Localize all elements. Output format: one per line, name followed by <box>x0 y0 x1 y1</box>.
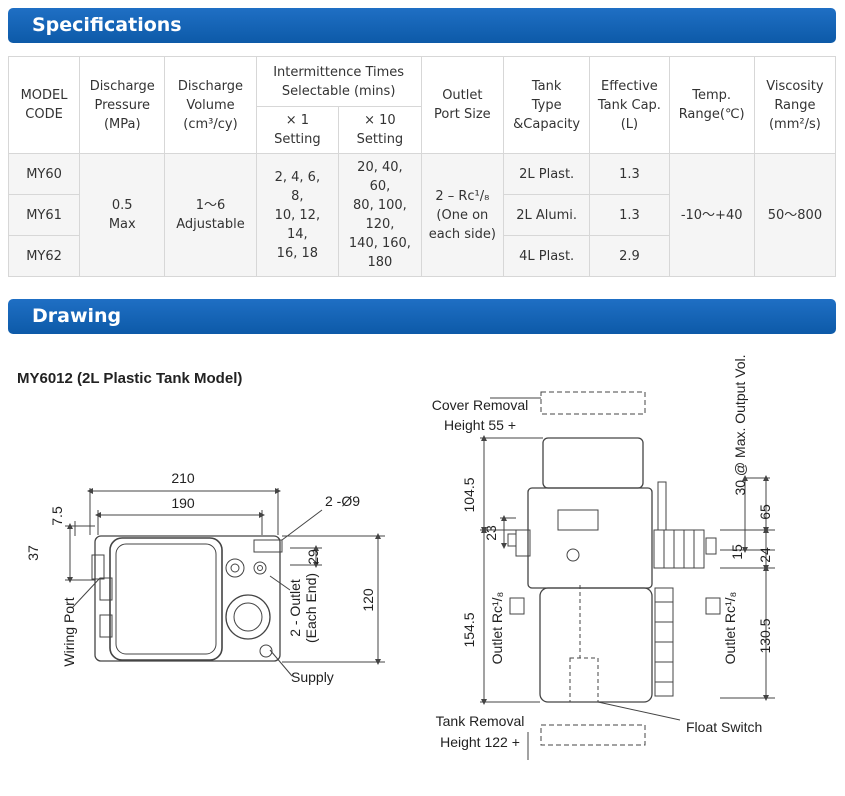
specifications-header: Specifications <box>8 8 836 43</box>
cover-removal-line2: Height 55 + <box>444 417 516 433</box>
dim-7-5: 7.5 <box>49 506 65 526</box>
dim-120: 120 <box>360 588 376 612</box>
top-view-labels: 210 190 2 -Ø9 7.5 37 29 120 Wiring Port … <box>25 470 376 685</box>
dim-29: 29 <box>305 549 321 565</box>
cell-viscosity-range: 50～800 <box>753 153 837 277</box>
cell-tank-my60: 2L Plast. <box>502 153 591 195</box>
cell-capacity-my60: 1.3 <box>589 153 670 195</box>
dim-15: 15 <box>729 544 745 560</box>
technical-drawing: MY6012 (2L Plastic Tank Model) <box>17 354 775 760</box>
cell-tank-my62: 4L Plast. <box>502 235 591 277</box>
model-title: MY6012 (2L Plastic Tank Model) <box>17 370 242 387</box>
cell-model-my62: MY62 <box>7 235 81 277</box>
cell-capacity-my62: 2.9 <box>589 235 670 277</box>
specifications-title: Specifications <box>32 14 182 36</box>
dim-104-5: 104.5 <box>461 477 477 512</box>
tank-removal-line1: Tank Removal <box>436 713 525 729</box>
dim-24: 24 <box>757 547 773 563</box>
dim-23: 23 <box>483 525 499 541</box>
outlet-rc-right: Outlet Rc¹/₈ <box>722 592 738 665</box>
cell-temp-range: -10～+40 <box>668 153 755 277</box>
outlet-each-end-line1: 2 - Outlet <box>287 579 303 637</box>
hole-label: 2 -Ø9 <box>325 493 360 509</box>
outlet-rc-left: Outlet Rc¹/₈ <box>489 592 505 665</box>
dim-190: 190 <box>171 495 195 511</box>
max-output-label: 30 @ Max. Output Vol. <box>732 354 748 495</box>
drawing-header: Drawing <box>8 299 836 334</box>
outlet-each-end-line2: (Each End) <box>303 573 319 643</box>
supply-label: Supply <box>291 669 334 685</box>
side-view-labels: Cover Removal Height 55 + 104.5 23 154.5… <box>432 354 773 750</box>
tank-removal-line2: Height 122 + <box>440 734 520 750</box>
header-temp: Temp.Range(℃) <box>668 56 755 154</box>
side-view <box>480 391 775 760</box>
dim-154-5: 154.5 <box>461 612 477 647</box>
wiring-port-label: Wiring Port <box>61 597 77 666</box>
cell-model-my61: MY61 <box>7 194 81 236</box>
drawing-title: Drawing <box>32 305 122 327</box>
cell-tank-my61: 2L Alumi. <box>502 194 591 236</box>
dim-210: 210 <box>171 470 195 486</box>
dim-65: 65 <box>757 504 773 520</box>
cell-x10-values: 20, 40,60,80, 100,120,140, 160,180 <box>338 153 422 277</box>
dim-130-5: 130.5 <box>757 618 773 653</box>
float-switch-label: Float Switch <box>686 719 762 735</box>
cell-model-my60: MY60 <box>7 153 81 195</box>
cell-capacity-my61: 1.3 <box>589 194 670 236</box>
dim-37: 37 <box>25 545 41 561</box>
cover-removal-line1: Cover Removal <box>432 397 528 413</box>
cell-x1-values: 2, 4, 6,8,10, 12,14,16, 18 <box>255 153 340 277</box>
top-view <box>65 488 385 677</box>
